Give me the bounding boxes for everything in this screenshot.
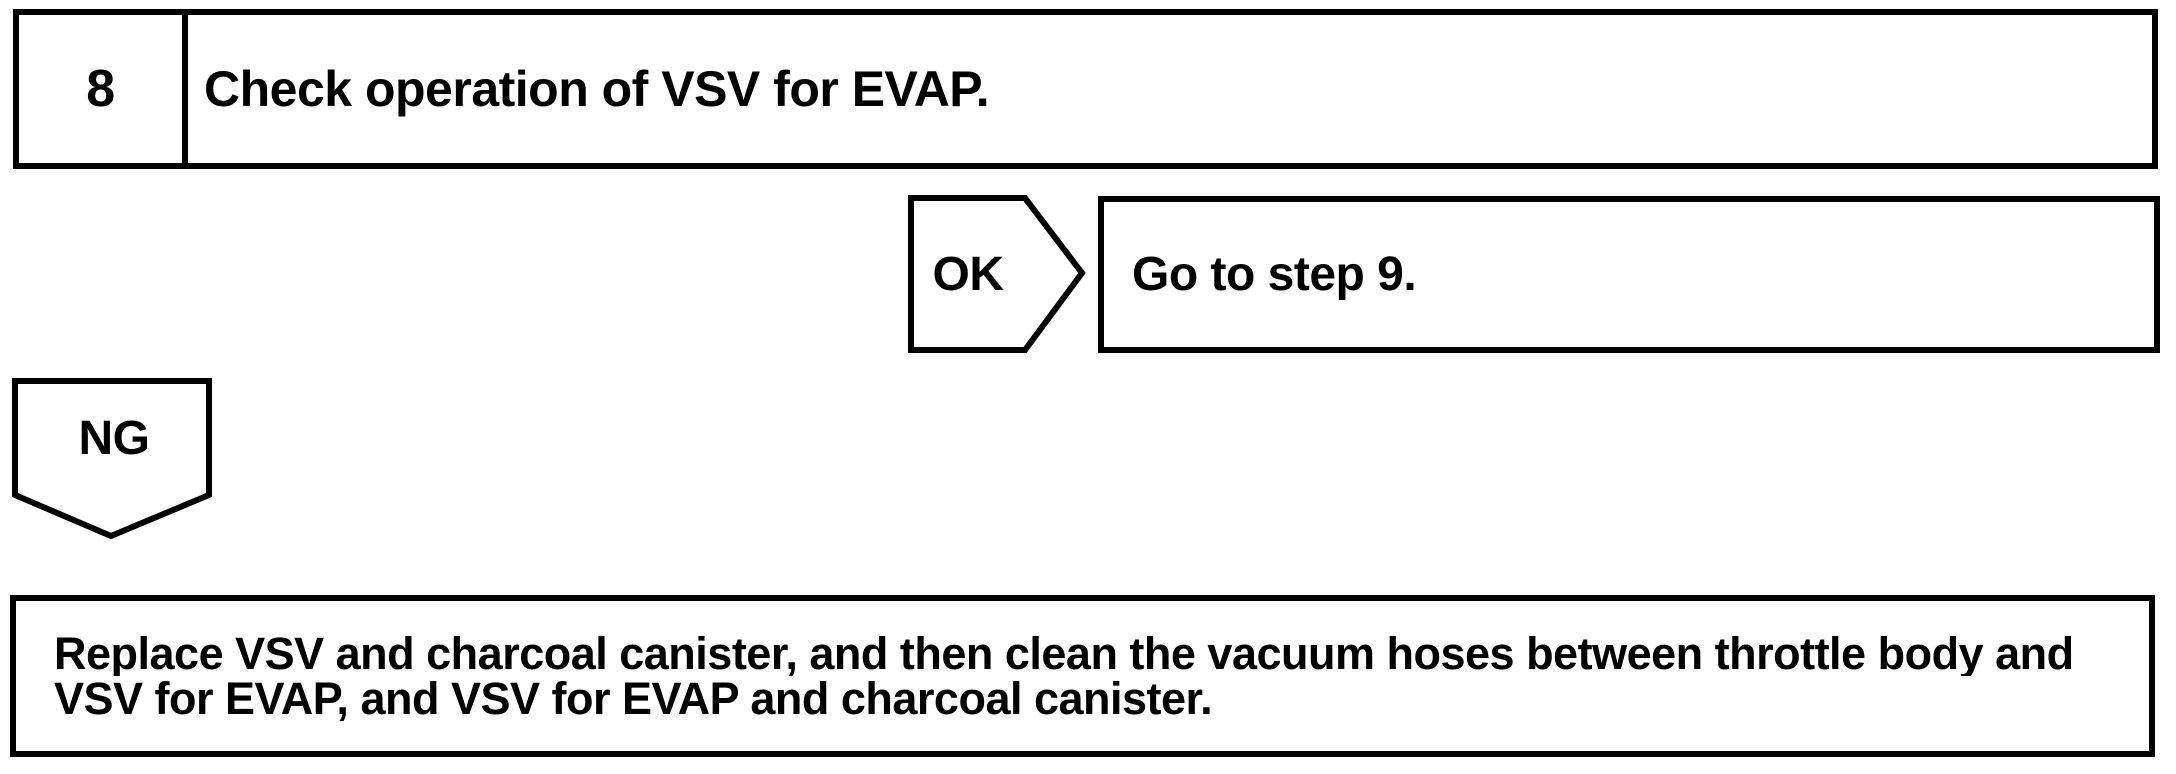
step-header-box: 8 Check operation of VSV for EVAP.: [13, 9, 2158, 169]
ng-pentagon-shape: [12, 378, 212, 540]
step-title: Check operation of VSV for EVAP.: [204, 61, 990, 117]
ok-result-text: Go to step 9.: [1132, 248, 1417, 301]
ok-pentagon-shape: [908, 195, 1086, 353]
step-number-cell: 8: [19, 15, 188, 163]
ng-pentagon-outline: [12, 378, 212, 540]
ok-connector-label: OK: [932, 248, 1005, 301]
ok-pentagon-outline: [908, 195, 1086, 353]
step-number: 8: [86, 60, 115, 118]
step-title-cell: Check operation of VSV for EVAP.: [188, 15, 2152, 163]
ok-result-box: Go to step 9.: [1098, 196, 2160, 353]
ok-connector-arrow: OK: [905, 192, 1090, 357]
ng-connector-label: NG: [78, 411, 151, 465]
action-line: Replace VSV and charcoal canister, and t…: [54, 631, 2074, 676]
action-line: VSV for EVAP, and VSV for EVAP and charc…: [54, 676, 1213, 721]
ng-connector-arrow: NG: [9, 375, 219, 545]
ng-action-box: Replace VSV and charcoal canister, and t…: [10, 595, 2155, 757]
